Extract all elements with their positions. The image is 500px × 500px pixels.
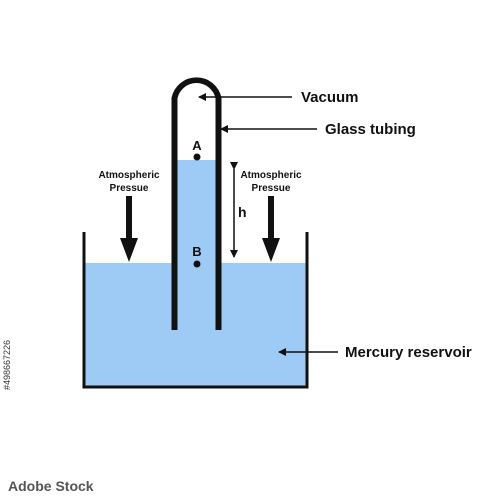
atmospheric-pressure-left-line2: Pressue <box>110 183 149 194</box>
point-b-dot <box>193 260 201 268</box>
tube-mercury-column <box>176 160 217 330</box>
atmospheric-pressure-right-line1: Atmospheric <box>240 170 302 181</box>
stock-image-id: #498667226 <box>2 339 12 390</box>
glass-tube <box>171 77 222 330</box>
point-a-label: A <box>192 138 202 153</box>
atmospheric-pressure-left-line1: Atmospheric <box>98 170 160 181</box>
stock-watermark: Adobe Stock <box>8 478 94 494</box>
vacuum-label: Vacuum <box>301 89 359 106</box>
point-b-label: B <box>192 244 201 259</box>
mercury-reservoir-label: Mercury reservoir <box>345 344 472 361</box>
atmospheric-pressure-right-line2: Pressue <box>252 183 291 194</box>
atmospheric-pressure-right-arrow <box>262 196 280 262</box>
glass-tubing-label: Glass tubing <box>325 121 416 138</box>
height-label: h <box>238 204 247 220</box>
atmospheric-pressure-left-arrow <box>120 196 138 262</box>
point-a-dot <box>193 153 201 161</box>
reservoir-container <box>82 232 309 389</box>
